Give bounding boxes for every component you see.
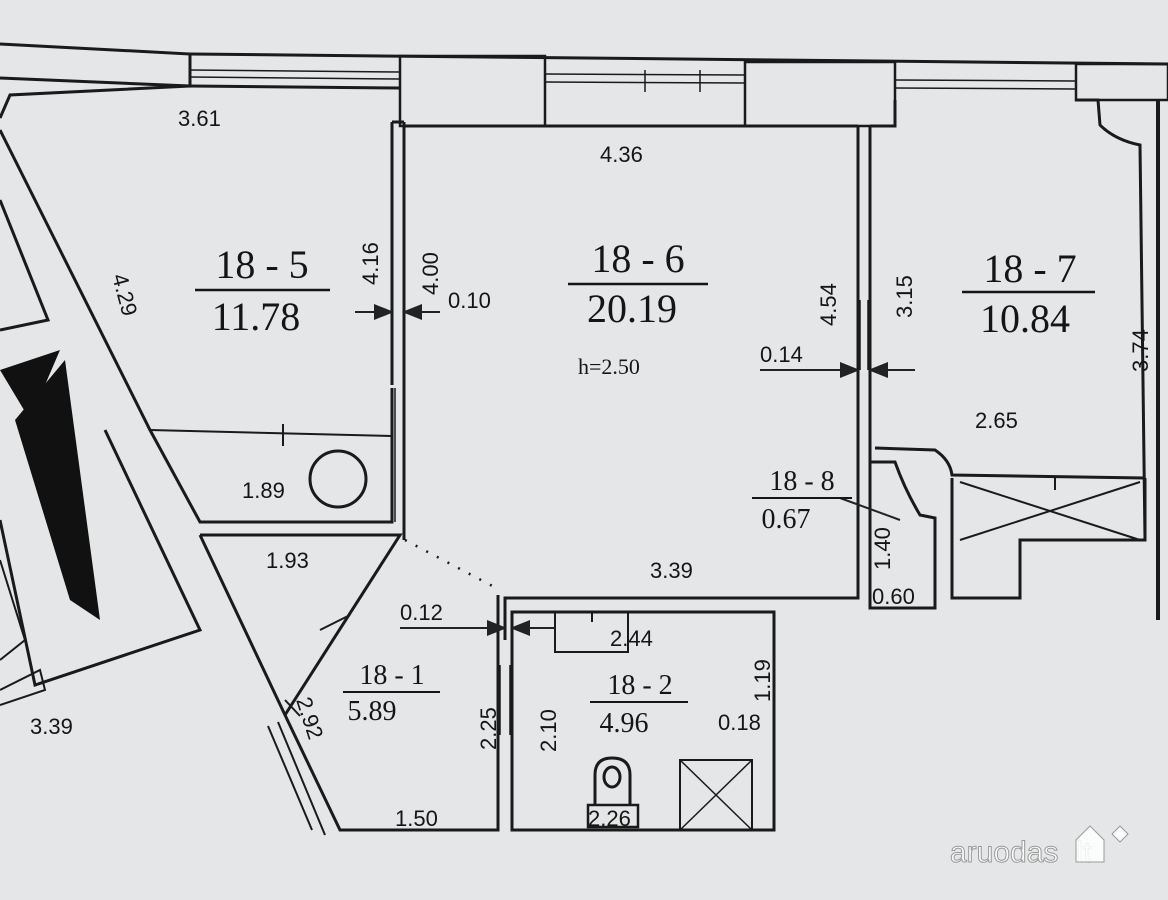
dim-0-60: 0.60 — [872, 584, 915, 609]
dim-0-18: 0.18 — [718, 710, 761, 735]
room-18-5-area: 11.78 — [212, 294, 301, 339]
room-18-1-id: 18 - 1 — [359, 660, 424, 691]
shower-circle — [308, 449, 368, 509]
dim-1-19: 1.19 — [750, 659, 775, 702]
room-18-6-height: h=2.50 — [578, 354, 640, 379]
dim-3-39-left: 3.39 — [30, 714, 73, 739]
dim-2-25: 2.25 — [476, 707, 501, 750]
room-labels: 18 - 5 11.78 18 - 6 20.19 h=2.50 18 - 7 … — [195, 236, 1095, 739]
dim-3-74: 3.74 — [1128, 329, 1153, 372]
toilet-icon — [586, 756, 640, 829]
dim-0-12: 0.12 — [400, 600, 443, 625]
dim-1-40: 1.40 — [870, 527, 895, 570]
dim-1-89: 1.89 — [242, 478, 285, 503]
fixtures — [308, 449, 640, 829]
walls — [0, 84, 1160, 836]
dim-2-65: 2.65 — [975, 408, 1018, 433]
dim-4-36: 4.36 — [600, 142, 643, 167]
dim-4-00: 4.00 — [418, 252, 443, 295]
dim-0-14: 0.14 — [760, 342, 803, 367]
room-18-6-id: 18 - 6 — [591, 236, 684, 281]
dim-4-16: 4.16 — [358, 242, 383, 285]
dim-2-26: 2.26 — [588, 806, 631, 831]
room-18-2: 18 - 2 4.96 — [590, 670, 688, 739]
dim-3-61: 3.61 — [178, 106, 221, 131]
outer-wall-top — [0, 42, 1168, 128]
watermark-logo: aruodaslt — [950, 825, 1129, 870]
dim-3-39-main: 3.39 — [650, 558, 693, 583]
house-icon — [1075, 825, 1129, 863]
svg-text:aruodaslt: aruodaslt — [950, 836, 1092, 869]
dim-0-10: 0.10 — [448, 288, 491, 313]
room-18-8-area: 0.67 — [762, 504, 811, 535]
dim-1-93: 1.93 — [266, 548, 309, 573]
dim-2-44: 2.44 — [610, 626, 653, 651]
dim-1-50: 1.50 — [395, 806, 438, 831]
openings — [284, 300, 869, 735]
room-18-6: 18 - 6 20.19 h=2.50 — [568, 236, 708, 379]
room-18-7-area: 10.84 — [980, 296, 1070, 341]
watermark-brand: aruodas — [950, 836, 1058, 869]
room-18-7-id: 18 - 7 — [983, 246, 1076, 291]
room-18-2-id: 18 - 2 — [607, 670, 672, 701]
room-18-6-area: 20.19 — [587, 286, 677, 331]
dim-4-29: 4.29 — [107, 271, 142, 319]
room-18-5: 18 - 5 11.78 — [195, 242, 330, 339]
room-18-1-area: 5.89 — [348, 696, 397, 727]
room-18-7: 18 - 7 10.84 — [962, 246, 1095, 341]
room-18-8: 18 - 8 0.67 — [752, 466, 852, 535]
room-18-8-id: 18 - 8 — [769, 466, 834, 497]
room-18-1: 18 - 1 5.89 — [343, 660, 440, 727]
dimension-arrows — [355, 304, 915, 636]
dim-4-54: 4.54 — [816, 283, 841, 326]
dim-2-10: 2.10 — [536, 709, 561, 752]
dim-2-92: 2.92 — [291, 694, 328, 742]
room-18-2-area: 4.96 — [600, 708, 649, 739]
room-18-5-id: 18 - 5 — [215, 242, 308, 287]
dim-3-15: 3.15 — [892, 275, 917, 318]
staircase — [0, 199, 203, 706]
dimension-labels: 3.61 4.36 4.16 4.00 0.10 4.29 4.54 3.15 … — [30, 106, 1153, 831]
